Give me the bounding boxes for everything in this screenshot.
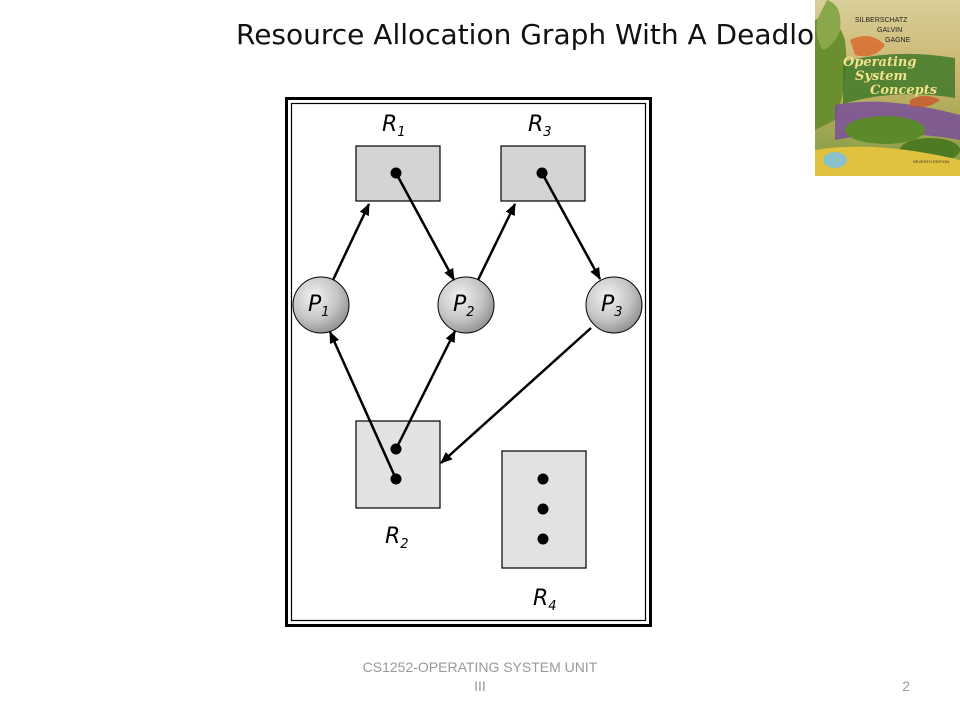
label-r3: R3 bbox=[528, 112, 552, 140]
label-r2: R2 bbox=[385, 524, 409, 552]
label-r1: R1 bbox=[382, 112, 406, 140]
process-p3-circle bbox=[585, 276, 643, 334]
resource-allocation-graph: R1 R3 R2 R4 P1 P2 P3 bbox=[285, 97, 652, 627]
edge-r3-to-p3 bbox=[540, 172, 602, 280]
edge-r2-to-p1 bbox=[328, 331, 398, 480]
cover-author-3: GAGNE bbox=[885, 37, 911, 44]
cover-title-3: Concepts bbox=[870, 83, 938, 98]
cover-author-1: SILBERSCHATZ bbox=[855, 17, 908, 24]
footer-line-1: CS1252-OPERATING SYSTEM UNIT bbox=[362, 659, 598, 675]
process-p2-circle bbox=[437, 276, 495, 334]
diagram-inner-frame bbox=[290, 102, 647, 622]
edge-p2-to-r3 bbox=[476, 203, 517, 281]
r4-instance-dot-3 bbox=[537, 533, 549, 545]
page-number: 2 bbox=[902, 678, 910, 694]
slide-title: Resource Allocation Graph With A Deadloc… bbox=[236, 18, 846, 51]
r4-instance-dot-2 bbox=[537, 503, 549, 515]
edge-p1-to-r1 bbox=[331, 203, 371, 281]
resource-r1-box bbox=[355, 145, 441, 202]
label-r4: R4 bbox=[533, 586, 557, 614]
cover-edition: SEVENTH EDITION bbox=[913, 159, 949, 164]
label-p2: P2 bbox=[453, 292, 475, 320]
r4-instance-dot-1 bbox=[537, 473, 549, 485]
cover-author-2: GALVIN bbox=[877, 27, 902, 34]
edge-r2-to-p2 bbox=[394, 330, 457, 450]
diagram-outer-frame bbox=[285, 97, 652, 627]
slide-footer: CS1252-OPERATING SYSTEM UNIT III bbox=[330, 658, 630, 696]
label-p1: P1 bbox=[308, 292, 330, 320]
resource-r2-box bbox=[355, 420, 441, 509]
process-p1-circle bbox=[292, 276, 350, 334]
label-p3: P3 bbox=[601, 292, 623, 320]
edge-p3-to-r2 bbox=[440, 327, 592, 464]
cover-title-2: System bbox=[855, 69, 907, 84]
book-cover-image: SILBERSCHATZ GALVIN GAGNE Operating Syst… bbox=[815, 0, 960, 176]
footer-line-2: III bbox=[474, 678, 486, 694]
cover-title-1: Operating bbox=[843, 55, 916, 70]
edge-r1-to-p2 bbox=[394, 172, 456, 281]
